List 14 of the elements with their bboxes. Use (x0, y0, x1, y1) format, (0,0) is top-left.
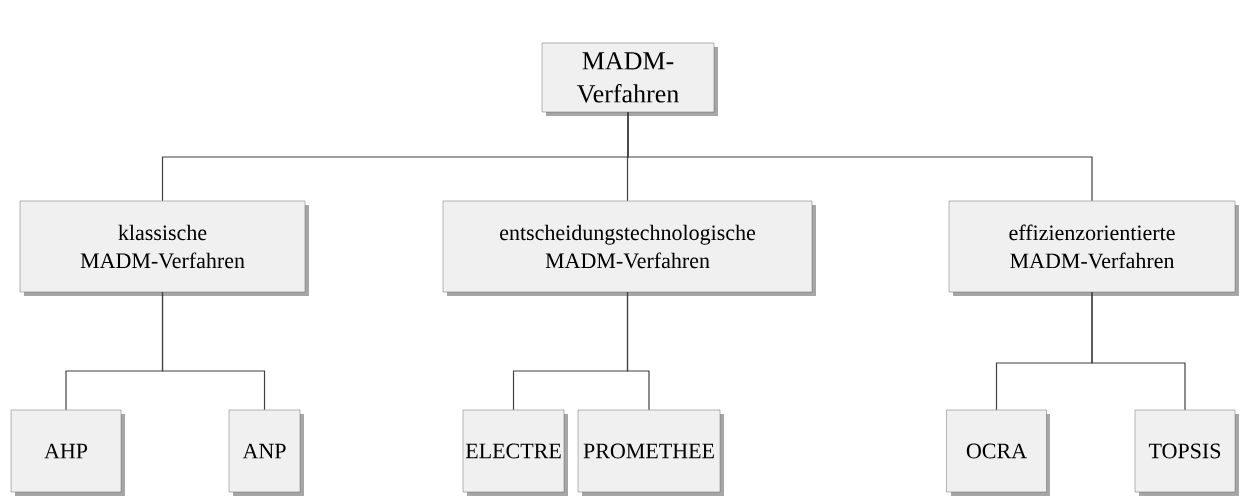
connector-line (627, 111, 1093, 202)
method-box: entscheidungstechnologische MADM-Verfahren (442, 200, 816, 296)
method-box: MADM-Verfahren (541, 42, 718, 116)
connector-line (161, 291, 266, 411)
method-box: PROMETHEE (577, 409, 724, 496)
connector-line (1091, 291, 1186, 411)
method-box: OCRA (946, 409, 1050, 496)
method-box: ELECTRE (462, 409, 568, 496)
method-box: ANP (228, 409, 304, 496)
method-box: klassische MADM-Verfahren (19, 200, 309, 296)
method-box: effizienzorientierte MADM-Verfahren (948, 200, 1239, 296)
method-box: TOPSIS (1134, 409, 1239, 496)
connector-line (626, 291, 650, 411)
method-box: AHP (10, 409, 125, 496)
